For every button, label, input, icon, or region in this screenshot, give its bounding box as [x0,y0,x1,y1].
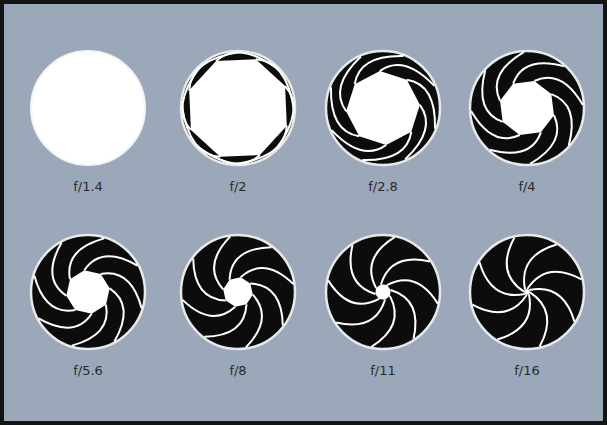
blade-edge [241,268,294,284]
aperture [31,51,145,165]
blade-edge [246,295,262,348]
blade-edge [84,256,137,270]
blade-edge [529,289,574,322]
blade-edge [250,284,282,326]
blade-edge [407,80,435,129]
blade-edge [530,115,557,164]
blade-edge [276,86,293,149]
aperture-opening [223,277,253,307]
blade-edge [336,300,385,325]
aperture-opening [500,81,554,135]
aperture [181,51,295,165]
blade-edge [480,262,525,295]
blade-edge [490,132,541,152]
blade-edge [39,314,92,328]
aperture-opening [524,289,530,295]
aperture-body [326,51,440,165]
f-stop-label: f/4 [472,179,582,195]
blade-edge [216,52,279,69]
f-stop-label: f/8 [183,363,293,379]
blade-edge [497,52,524,101]
blade-edge [527,272,581,289]
blade-edge [513,63,564,83]
blade-edge [380,65,435,86]
blade-edge [551,94,571,145]
blade-edge [110,288,124,341]
blade-edge [355,56,404,84]
aperture-opening [375,284,390,299]
blade-edge [183,300,236,316]
f-stop-label: f/5.6 [33,363,143,379]
blade-edge [472,295,526,312]
aperture [181,235,295,349]
open-aperture [31,51,145,165]
f-stop-label: f/16 [472,363,582,379]
aperture-opening [346,71,420,145]
blade-edge [52,243,66,296]
blade-edge [256,59,294,109]
blade-edge [331,87,359,136]
blade-edge [182,106,220,156]
blade-edge [497,294,530,339]
blade-edge [214,237,230,290]
blade-edge [534,78,583,105]
blade-edge [471,111,520,138]
blade-edge [182,67,199,130]
aperture [31,235,145,349]
blade-edge [204,304,246,337]
aperture-body [31,235,145,349]
blade-edge [524,245,557,290]
aperture-body [181,235,295,349]
aperture [326,235,440,349]
aperture-body [470,51,584,165]
aperture-opening [66,270,109,313]
f-stop-label: f/2 [183,179,293,195]
blade-edge [482,71,502,122]
blade-edge [72,305,107,346]
blade-edge [230,247,272,280]
f-stop-label: f/11 [328,363,438,379]
f-stop-label: f/1.4 [33,179,143,195]
f-stop-label: f/2.8 [328,179,438,195]
blade-edge [189,52,239,90]
aperture-body [181,51,295,165]
aperture [470,235,584,349]
blade-edge [193,258,226,300]
aperture-body [326,235,440,349]
blade-edge [362,132,411,160]
blade-edge [340,57,361,112]
blade-edge [197,146,260,163]
blade-edge [530,292,547,346]
aperture [326,51,440,165]
blade-edge [405,105,426,160]
aperture-opening [189,59,287,157]
aperture-body [470,235,584,349]
blade-edge [332,130,387,151]
blade-edge [507,237,524,291]
aperture [470,51,584,165]
